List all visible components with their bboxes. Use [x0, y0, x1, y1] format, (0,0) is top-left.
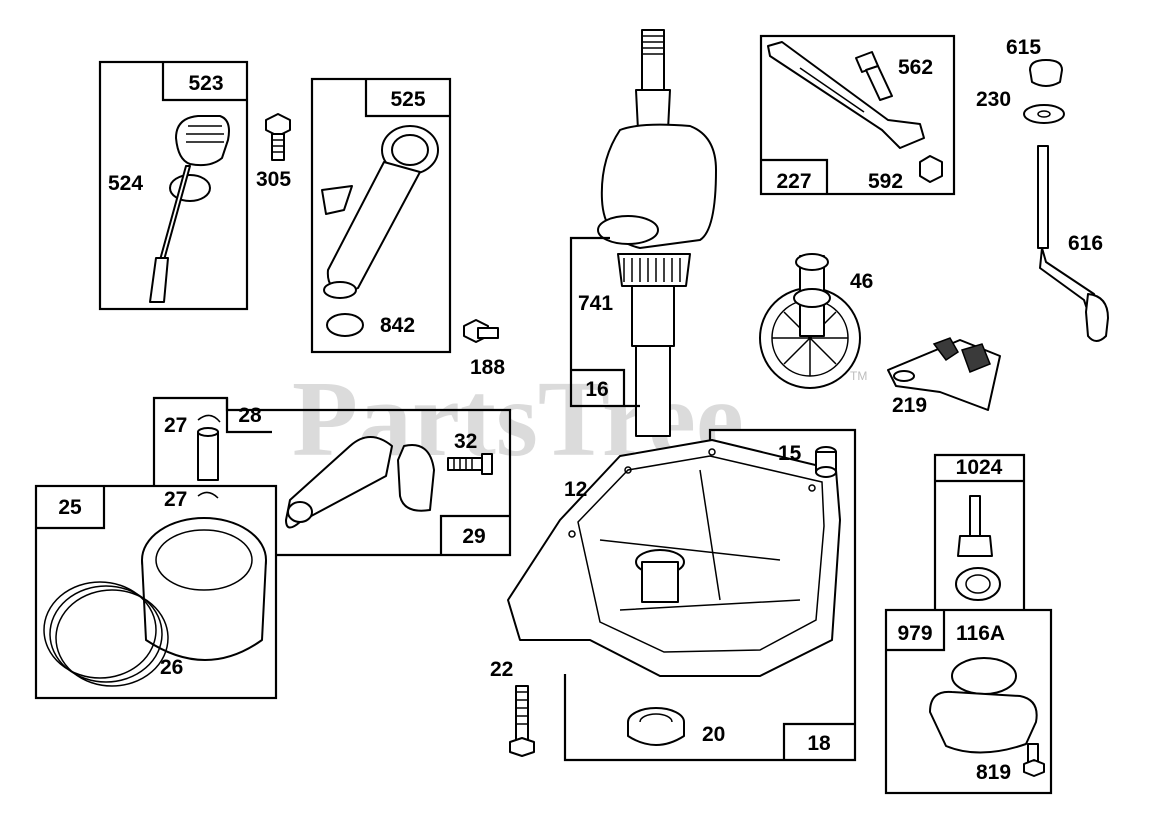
bolt-305-icon — [265, 113, 291, 161]
shaft-616-icon — [1037, 145, 1109, 342]
group-25: 25 27 26 — [34, 484, 278, 700]
group-16-frame — [569, 236, 640, 408]
label-26: 26 — [160, 656, 183, 679]
group-18: 18 12 15 20 — [507, 428, 857, 762]
label-741: 741 — [578, 292, 613, 315]
label-842: 842 — [380, 314, 415, 337]
group-523: 523 524 — [98, 60, 249, 311]
label-18: 18 — [807, 732, 831, 755]
sump-icon — [507, 439, 841, 677]
gasket-icon — [951, 657, 1017, 695]
wrist-pin-icon — [197, 414, 221, 481]
label-46: 46 — [850, 270, 873, 293]
bolt-22-icon — [509, 685, 535, 757]
group-227: 227 562 592 — [759, 34, 956, 196]
label-20: 20 — [702, 723, 725, 746]
group-28: 28 29 27 32 — [152, 396, 512, 557]
lever-icon — [767, 41, 943, 183]
label-28: 28 — [238, 404, 262, 427]
label-227: 227 — [776, 170, 811, 193]
oil-pump-icon — [955, 495, 1001, 601]
bolt-819-icon — [1023, 743, 1045, 777]
label-616: 616 — [1068, 232, 1103, 255]
label-27-top: 27 — [164, 414, 187, 437]
label-230: 230 — [976, 88, 1011, 111]
label-1024: 1024 — [956, 456, 1003, 479]
label-219: 219 — [892, 394, 927, 417]
label-524: 524 — [108, 172, 143, 195]
bolt-32-icon — [447, 453, 493, 475]
label-592: 592 — [868, 170, 903, 193]
label-12: 12 — [564, 478, 587, 501]
fill-tube-icon — [321, 125, 439, 299]
label-32: 32 — [454, 430, 477, 453]
label-819: 819 — [976, 761, 1011, 784]
label-525: 525 — [390, 88, 425, 111]
crankshaft-icon — [597, 29, 717, 437]
label-25: 25 — [58, 496, 82, 519]
piston-icon — [141, 517, 267, 661]
label-523: 523 — [188, 72, 223, 95]
dipstick-icon — [149, 115, 230, 303]
label-22: 22 — [490, 658, 513, 681]
bolt-188-icon — [463, 319, 499, 343]
label-27-bottom: 27 — [164, 488, 187, 511]
label-562: 562 — [898, 56, 933, 79]
label-188: 188 — [470, 356, 505, 379]
label-615: 615 — [1006, 36, 1041, 59]
washer-615-icon — [1029, 59, 1063, 87]
o-ring-842-icon — [326, 313, 364, 337]
label-29: 29 — [462, 525, 485, 548]
washer-230-icon — [1023, 104, 1065, 124]
watermark-tm: TM — [850, 369, 867, 383]
group-1024: 1024 — [933, 453, 1026, 610]
camshaft-icon — [759, 253, 861, 389]
label-305: 305 — [256, 168, 291, 191]
governor-219-icon — [887, 337, 1001, 411]
group-525: 525 842 — [310, 77, 452, 354]
label-979: 979 — [897, 622, 932, 645]
circlip-icon — [197, 491, 219, 499]
pump-cover-icon — [929, 690, 1038, 754]
label-116A: 116A — [956, 622, 1005, 645]
connecting-rod-icon — [285, 436, 435, 529]
label-15: 15 — [778, 442, 802, 465]
plug-15-icon — [815, 446, 837, 478]
group-979: 979 116A 819 — [884, 608, 1053, 795]
piston-rings-icon — [43, 581, 169, 687]
label-16: 16 — [585, 378, 608, 401]
oil-seal-20-icon — [627, 707, 685, 746]
